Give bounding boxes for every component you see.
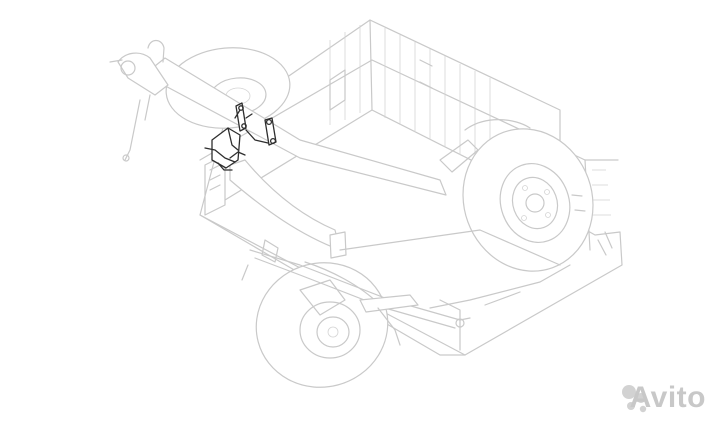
avito-dots-icon — [622, 385, 647, 413]
watermark-text: Avito — [629, 381, 706, 414]
highlighted-bracket — [204, 102, 277, 171]
tow-hitch — [109, 39, 169, 162]
avito-watermark: Avito — [630, 381, 706, 415]
chassis-frame — [149, 57, 571, 346]
right-wheel — [439, 119, 594, 272]
